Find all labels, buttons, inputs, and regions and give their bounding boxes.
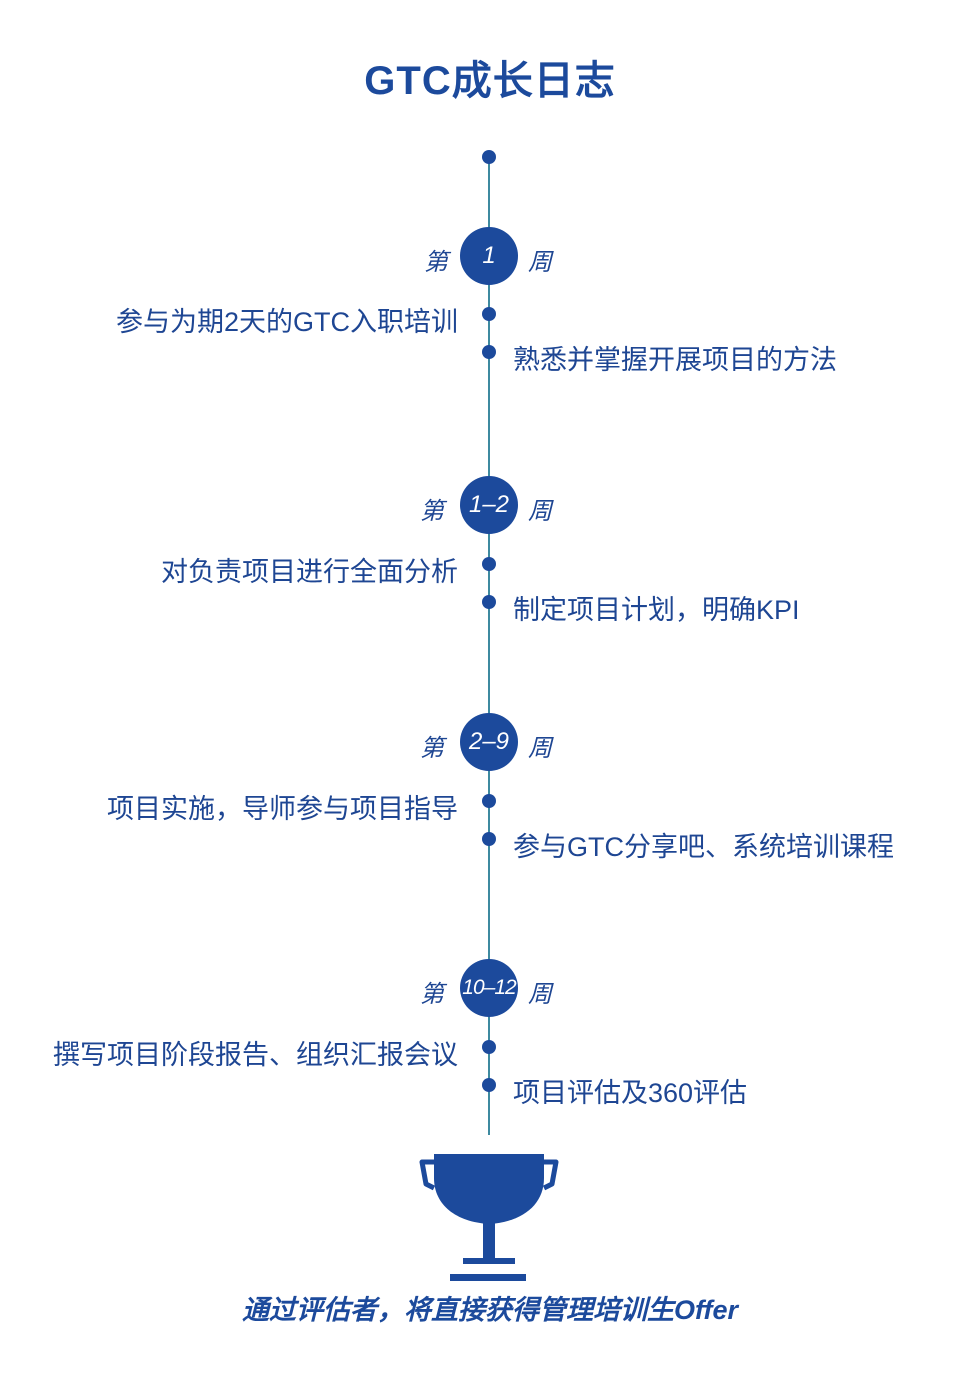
left-item-dot <box>482 1040 496 1054</box>
page-title: GTC成长日志 <box>364 59 616 103</box>
right-item: 制定项目计划，明确KPI <box>513 595 800 625</box>
left-item: 项目实施，导师参与项目指导 <box>107 794 458 824</box>
trophy-icon <box>419 1154 559 1281</box>
right-item-dot <box>482 1078 496 1092</box>
week-prefix: 第 <box>424 249 448 276</box>
right-item: 参与GTC分享吧、系统培训课程 <box>513 832 894 862</box>
week-suffix: 周 <box>528 981 552 1008</box>
week-suffix: 周 <box>528 498 552 525</box>
left-item: 参与为期2天的GTC入职培训 <box>115 307 458 337</box>
week-badge: 1–2 <box>460 476 518 534</box>
left-item-dot <box>482 557 496 571</box>
week-badge: 2–9 <box>460 713 518 771</box>
left-item: 对负责项目进行全面分析 <box>161 557 458 587</box>
right-item-dot <box>482 595 496 609</box>
week-prefix: 第 <box>420 735 444 762</box>
left-item: 撰写项目阶段报告、组织汇报会议 <box>53 1040 458 1070</box>
week-suffix: 周 <box>528 249 552 276</box>
left-item-dot <box>482 794 496 808</box>
right-item: 熟悉并掌握开展项目的方法 <box>513 345 837 375</box>
week-badge: 10–12 <box>460 959 518 1017</box>
timeline-start-dot <box>482 150 496 164</box>
left-item-dot <box>482 307 496 321</box>
right-item: 项目评估及360评估 <box>513 1078 748 1108</box>
week-badge: 1 <box>460 227 518 285</box>
right-item-dot <box>482 832 496 846</box>
week-suffix: 周 <box>528 735 552 762</box>
week-prefix: 第 <box>420 498 444 525</box>
week-prefix: 第 <box>420 981 444 1008</box>
right-item-dot <box>482 345 496 359</box>
footer-note: 通过评估者，将直接获得管理培训生Offer <box>241 1295 739 1325</box>
